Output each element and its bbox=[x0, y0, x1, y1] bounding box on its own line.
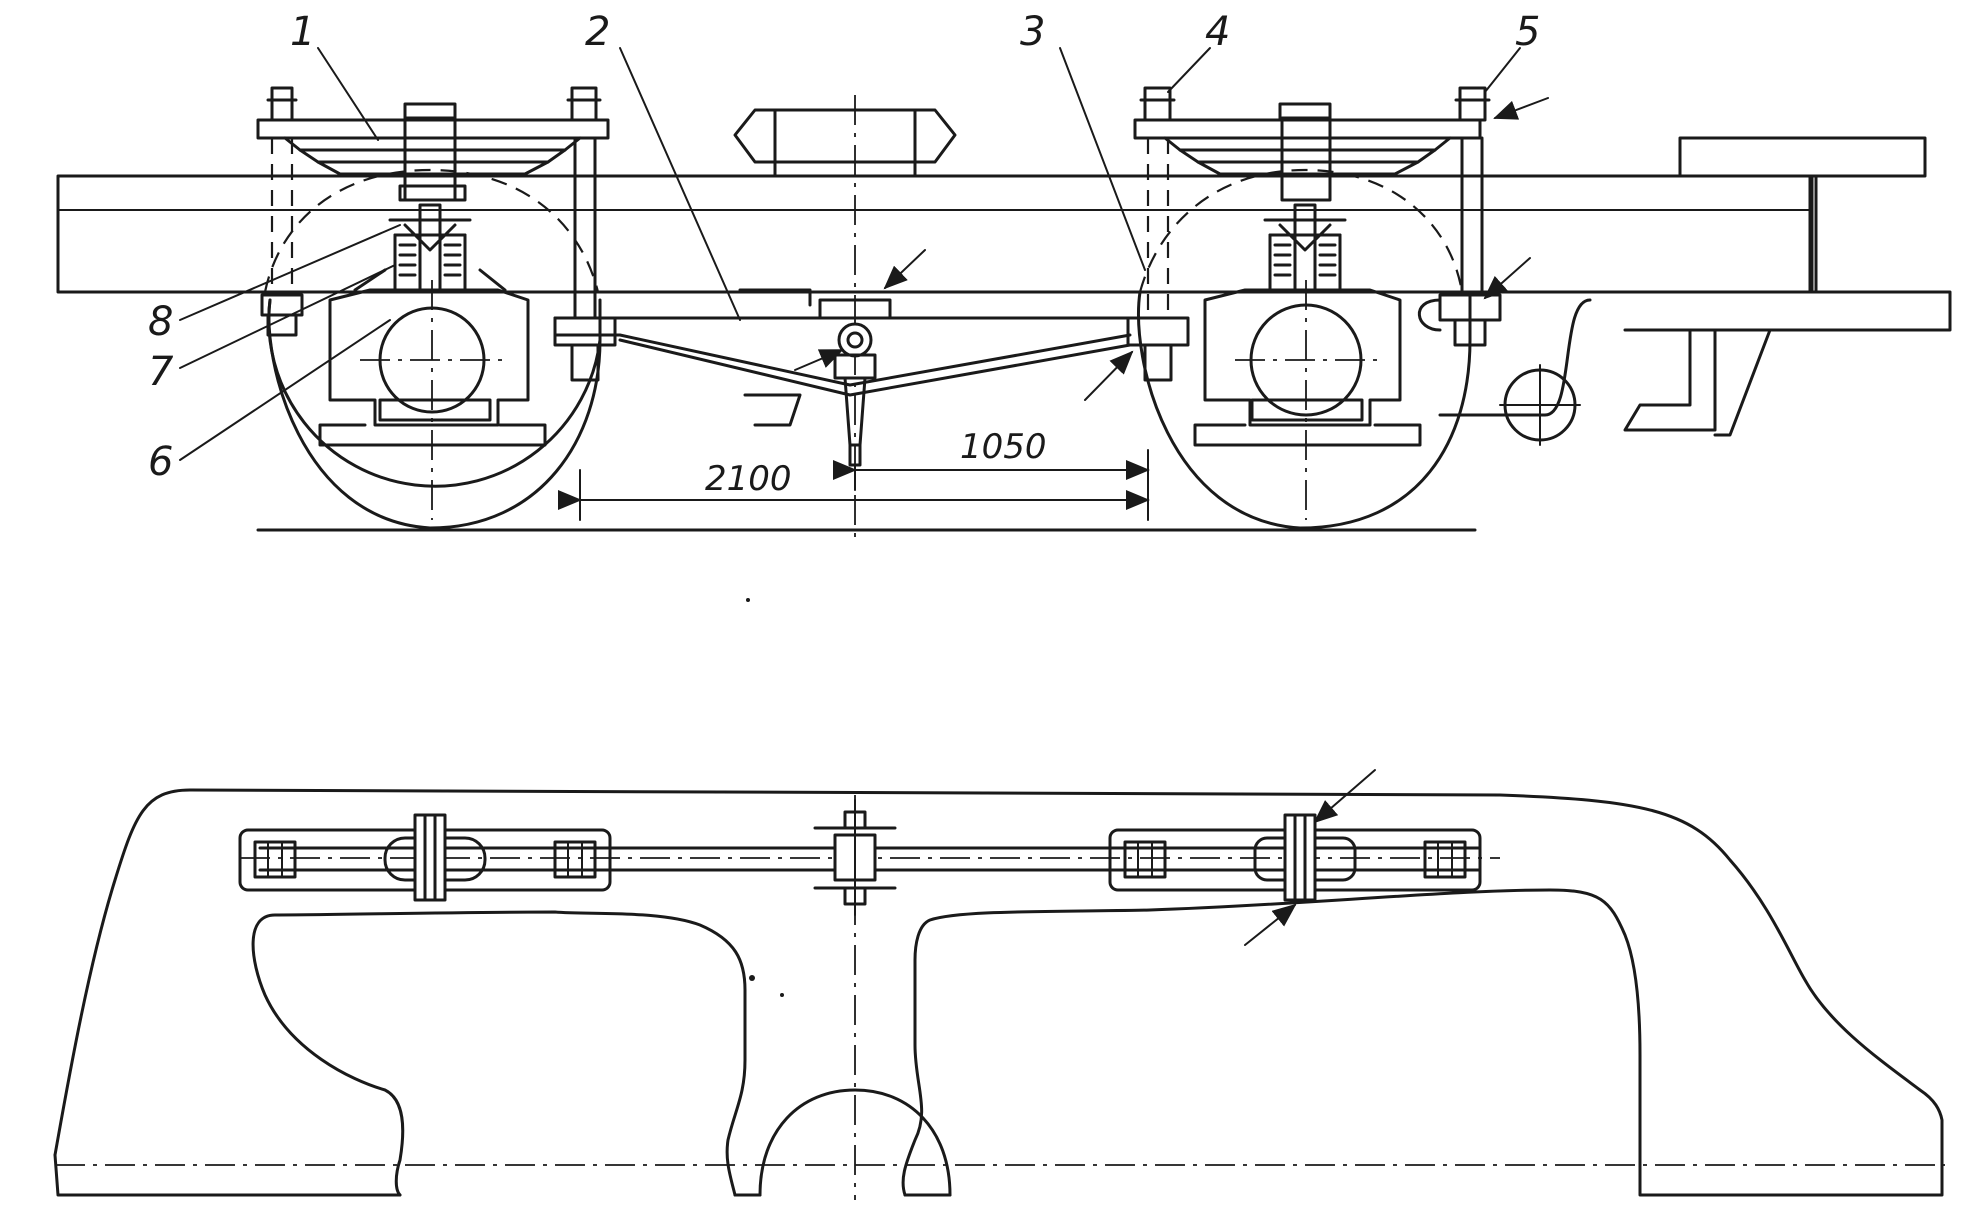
center-pivot bbox=[758, 1088, 952, 1197]
label-5: 5 bbox=[1515, 9, 1540, 55]
leaf-spring-right bbox=[1133, 102, 1482, 176]
plan-spring-right bbox=[1108, 813, 1482, 902]
label-8: 8 bbox=[148, 299, 173, 345]
plan-view bbox=[53, 769, 1945, 1200]
dimension-1050: 1050 bbox=[960, 427, 1047, 467]
label-7: 7 bbox=[148, 349, 174, 395]
wheelset-left bbox=[263, 116, 602, 530]
hanger-right-inner bbox=[1126, 86, 1190, 382]
side-view: 1 2 3 4 5 8 7 6 1050 2100 bbox=[56, 9, 1952, 602]
dimension-lines bbox=[558, 449, 1150, 521]
dimension-2100: 2100 bbox=[705, 459, 792, 499]
plan-spring-left bbox=[238, 813, 612, 902]
label-4: 4 bbox=[1205, 9, 1230, 55]
label-1: 1 bbox=[290, 9, 315, 55]
label-3: 3 bbox=[1020, 9, 1045, 55]
label-2: 2 bbox=[585, 9, 610, 55]
hanger-right-outer bbox=[1417, 86, 1502, 347]
leader-lines bbox=[179, 47, 1521, 461]
hanger-left-outer bbox=[260, 86, 304, 337]
label-6: 6 bbox=[148, 439, 173, 485]
plan-center-pin bbox=[813, 799, 897, 916]
equalizer-beam bbox=[553, 288, 1132, 467]
lubrication-arrows bbox=[794, 97, 1549, 401]
brake-cylinder bbox=[1499, 364, 1581, 446]
leaf-spring-left bbox=[256, 102, 610, 202]
bogie-frame bbox=[56, 136, 1952, 437]
plan-frame-outline bbox=[53, 788, 1944, 1197]
